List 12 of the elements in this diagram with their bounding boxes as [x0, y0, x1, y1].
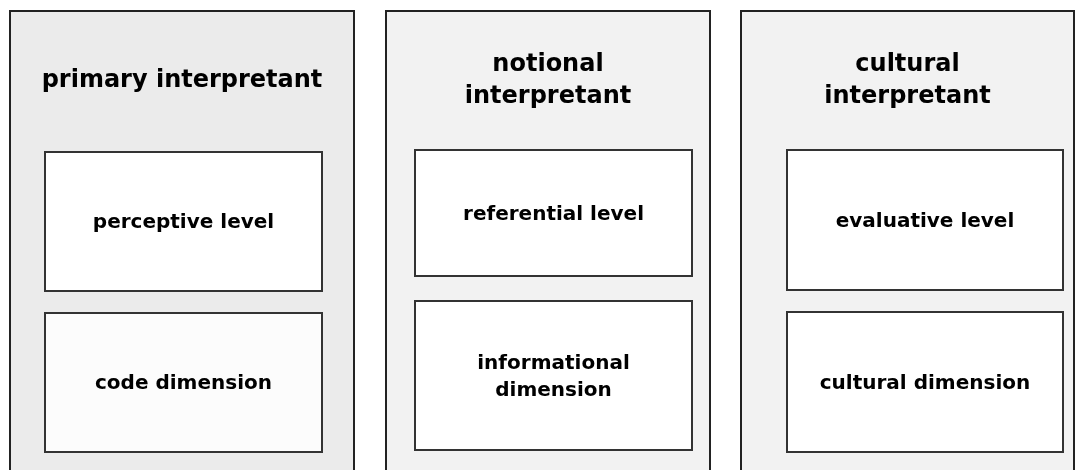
text-box: perceptive level: [44, 151, 323, 292]
panel: [385, 10, 711, 470]
panel-heading: primary interpretant: [41, 63, 323, 95]
text-box: referential level: [414, 149, 693, 277]
panel: [9, 10, 355, 470]
text-box: informational dimension: [414, 300, 693, 451]
text-box: evaluative level: [786, 149, 1064, 291]
panel: [740, 10, 1075, 470]
text-box: cultural dimension: [786, 311, 1064, 453]
panel-heading: cultural interpretant: [823, 48, 992, 111]
panel-heading: notional interpretant: [463, 48, 633, 111]
text-box: code dimension: [44, 312, 323, 453]
